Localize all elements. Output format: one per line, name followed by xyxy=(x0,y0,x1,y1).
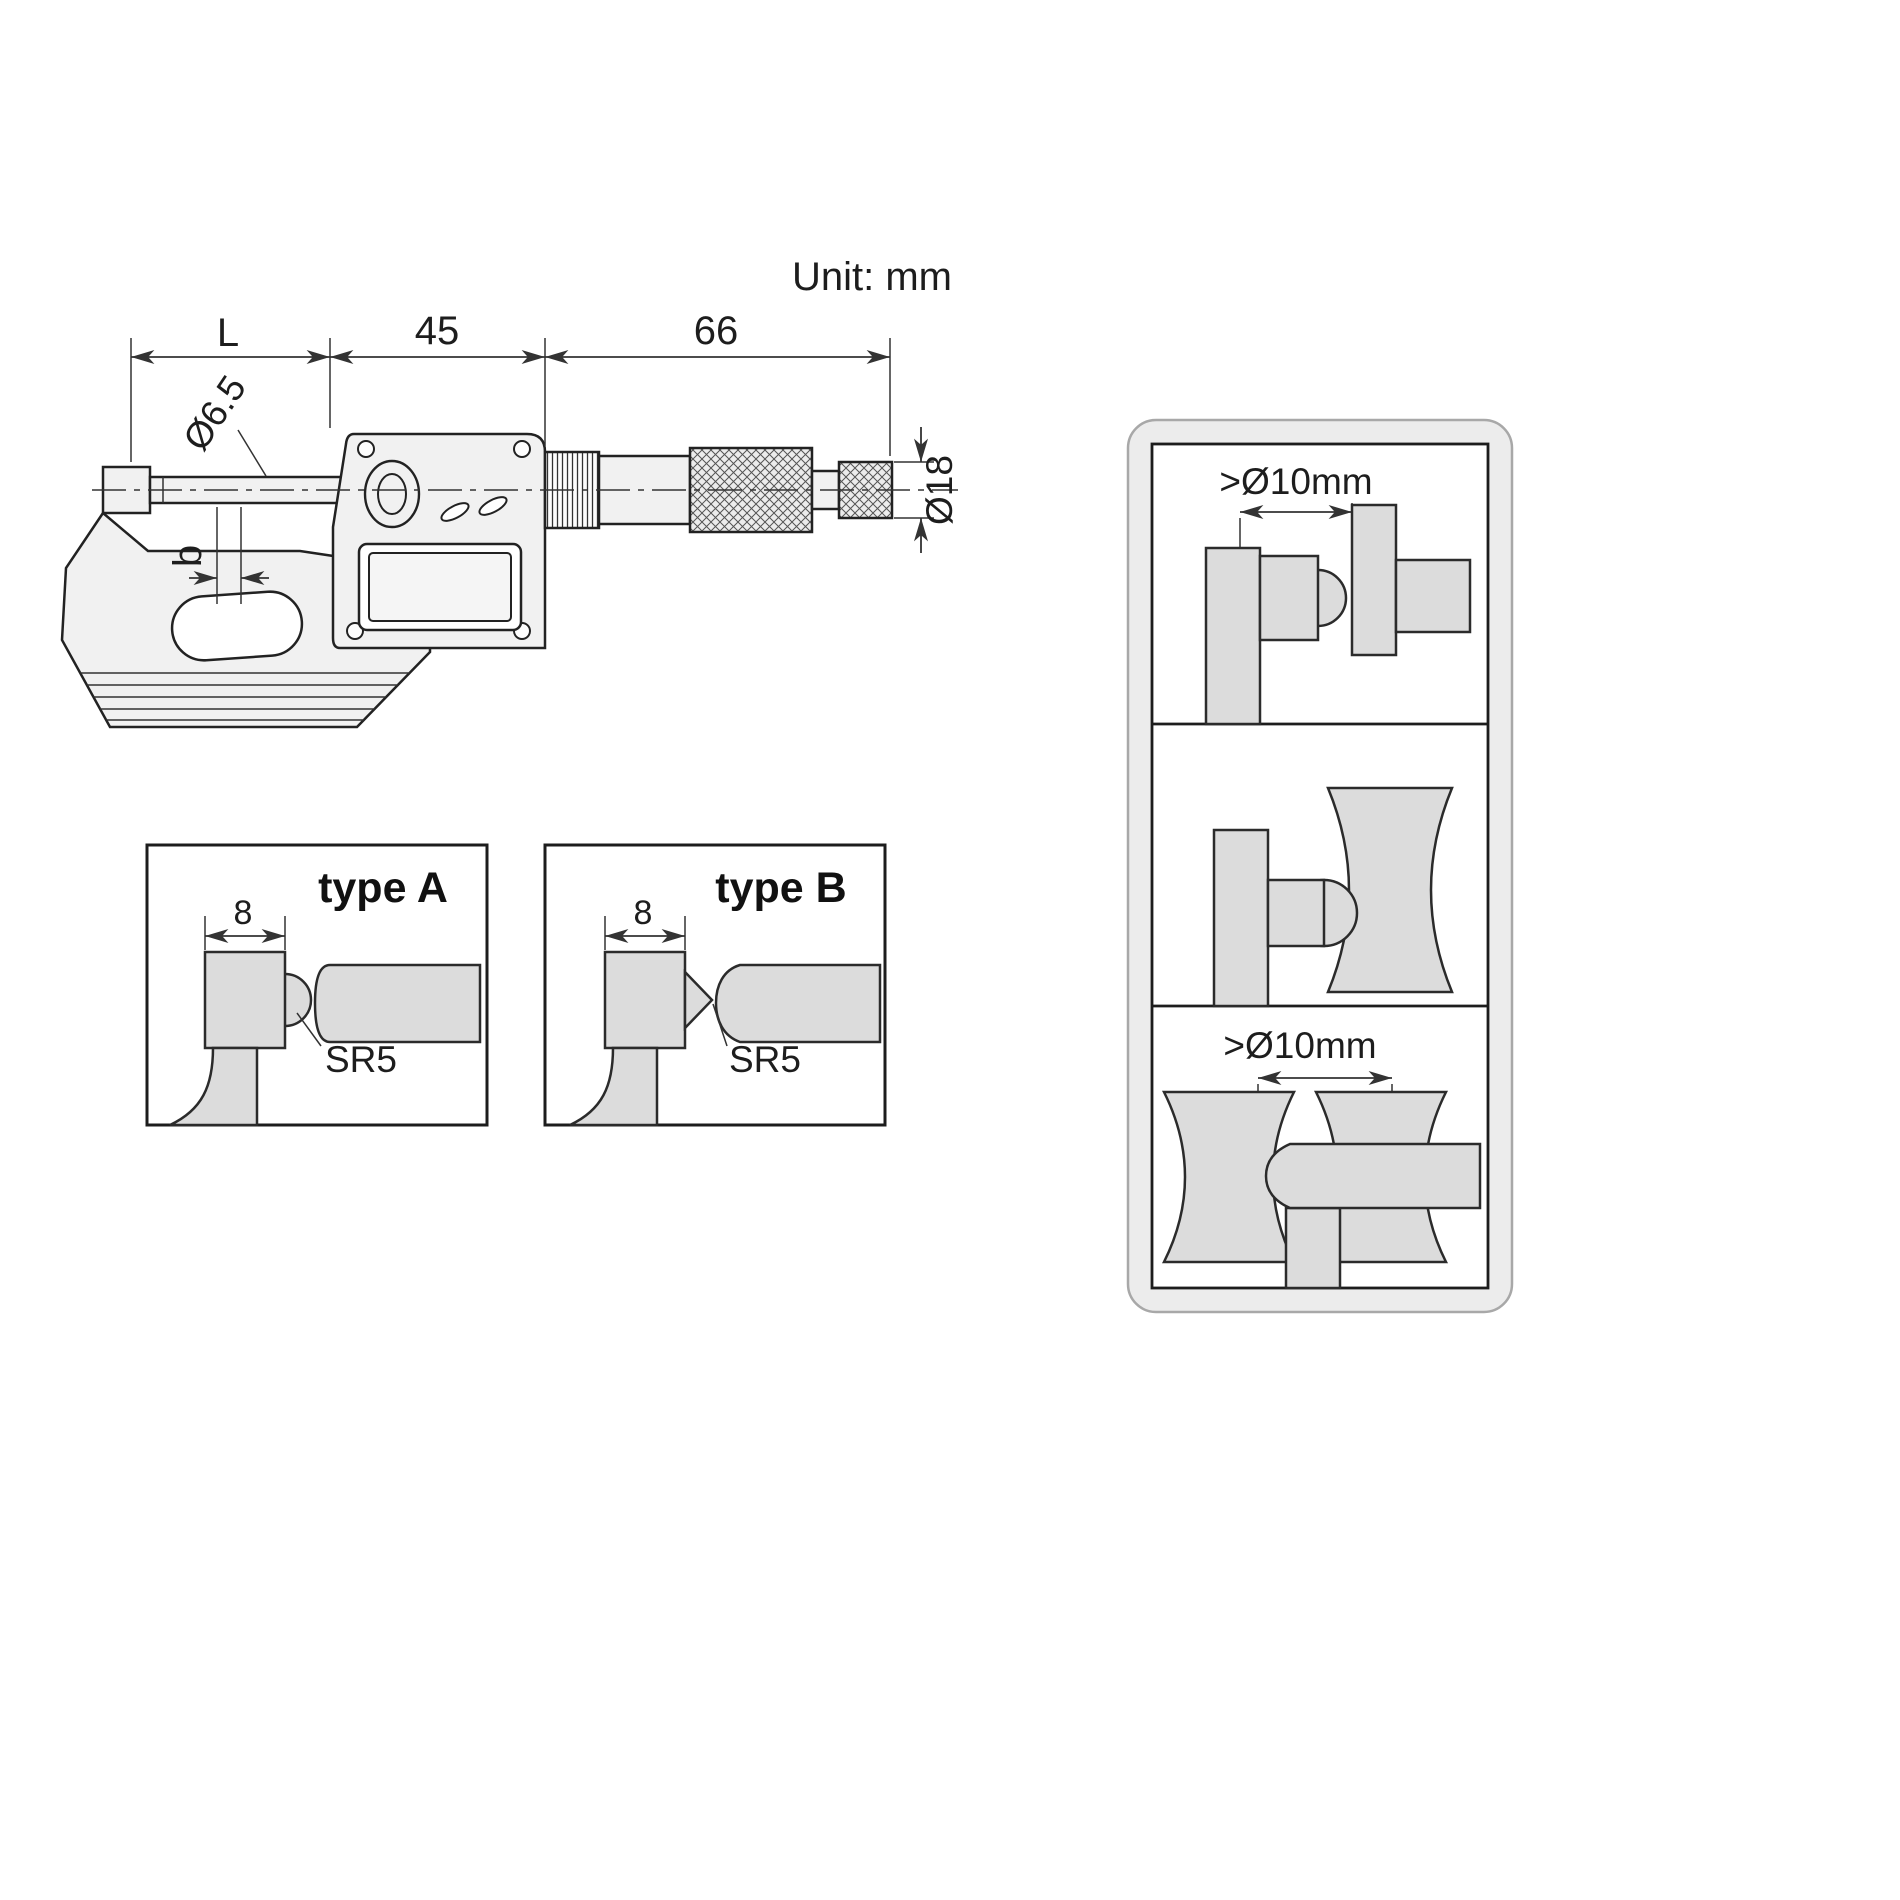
unit-label: Unit: mm xyxy=(792,255,952,299)
usage-cell-flat-end: >Ø10mm xyxy=(1204,461,1472,726)
concave-workpiece xyxy=(1326,786,1454,994)
leader-sr5-b xyxy=(712,1003,728,1047)
dim-label-spindle-dia: Ø6.5 xyxy=(175,368,254,457)
body-display-unit xyxy=(331,432,547,650)
clamp-ring xyxy=(363,459,421,529)
function-slot xyxy=(478,496,508,516)
dim-label-66: 66 xyxy=(694,309,739,353)
dim-label-45: 45 xyxy=(415,309,460,353)
usage-cell-concave-workpiece xyxy=(1212,786,1454,1008)
spindle-support xyxy=(1204,546,1262,726)
corner-screw xyxy=(346,622,364,640)
type-a-spindle-head xyxy=(203,950,287,1050)
spindle-support xyxy=(1212,828,1270,1008)
spindle-head xyxy=(1258,554,1320,642)
dim-label-face-a: 8 xyxy=(234,894,253,932)
min-dia-label-bottom: >Ø10mm xyxy=(1223,1025,1376,1066)
spindle-support xyxy=(1284,1206,1342,1290)
type-b-pointed-tip xyxy=(683,968,714,1032)
type-b-spindle-stem xyxy=(569,1046,659,1127)
radius-label-a: SR5 xyxy=(325,1039,397,1080)
type-b-spindle-head xyxy=(603,950,687,1050)
radius-label-b: SR5 xyxy=(729,1039,801,1080)
frame-grip-hatch xyxy=(62,672,430,721)
type-b-workpiece xyxy=(714,963,882,1044)
clamp-ring-inner xyxy=(377,473,407,515)
workpiece-flange xyxy=(1350,503,1398,657)
workpiece-shaft xyxy=(1394,558,1472,634)
function-slot xyxy=(440,502,470,522)
main-micrometer-drawing: L 45 66 Ø6.5 b Ø18 Unit: mm xyxy=(60,255,960,729)
corner-screw xyxy=(357,440,375,458)
dim-label-b: b xyxy=(166,545,210,567)
spindle-head xyxy=(1266,878,1326,948)
measured-rod xyxy=(1264,1142,1482,1210)
corner-screw xyxy=(513,440,531,458)
usage-panel: >Ø10mm >Ø10mm xyxy=(1126,418,1514,1314)
display-screen xyxy=(368,552,512,622)
dim-label-face-b: 8 xyxy=(634,894,653,932)
type-b-title: type B xyxy=(715,864,846,912)
type-a-title: type A xyxy=(318,864,448,912)
leader-sr5-a xyxy=(296,1012,322,1047)
frame-insulation-pad xyxy=(170,590,304,662)
leader-spindle-dia xyxy=(237,429,267,477)
dim-label-thimble-dia: Ø18 xyxy=(919,455,960,525)
dim-label-L: L xyxy=(217,311,239,355)
min-dia-label-top: >Ø10mm xyxy=(1219,461,1372,502)
usage-cell-tube-measurement: >Ø10mm xyxy=(1161,1025,1482,1290)
type-a-detail-box: type A 8 SR5 xyxy=(145,843,489,1127)
type-b-detail-box: type B 8 SR5 xyxy=(543,843,887,1127)
type-a-spindle-stem xyxy=(169,1046,259,1127)
type-a-workpiece xyxy=(313,963,482,1044)
